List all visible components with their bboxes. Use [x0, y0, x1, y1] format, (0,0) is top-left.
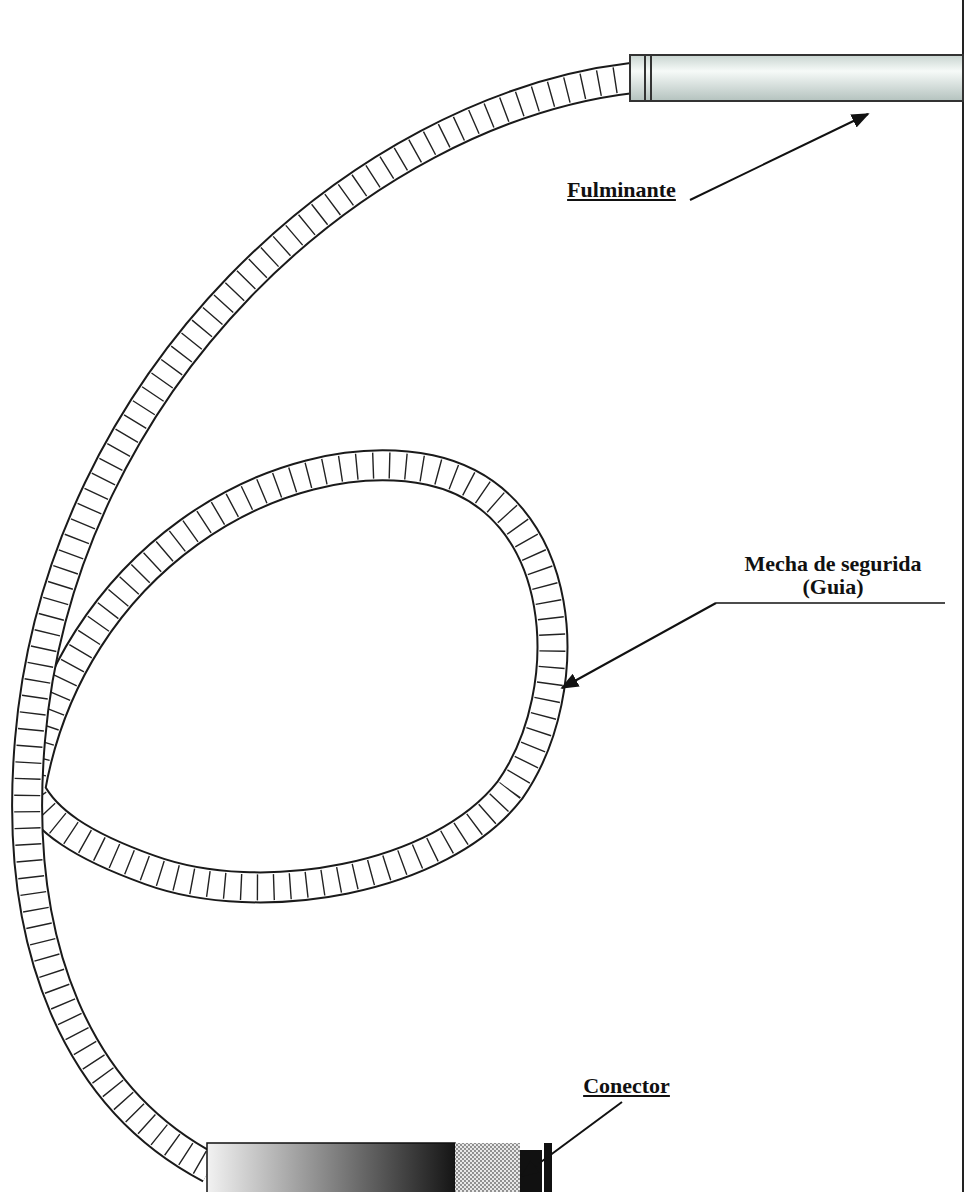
leader-line: [562, 603, 716, 688]
blasting-cap: [630, 55, 963, 101]
part-label: Fulminante: [566, 178, 677, 201]
part-label: Mecha de segurida (Guia): [712, 552, 954, 598]
fuse-loop: [30, 465, 552, 887]
leader-line: [716, 602, 945, 604]
border-line: [962, 0, 964, 1192]
connector-body: [207, 1143, 552, 1192]
leader-line: [522, 1102, 622, 1176]
leader-line: [690, 114, 868, 200]
safety-fuse: [27, 78, 632, 1168]
part-label: Conector: [582, 1074, 671, 1097]
